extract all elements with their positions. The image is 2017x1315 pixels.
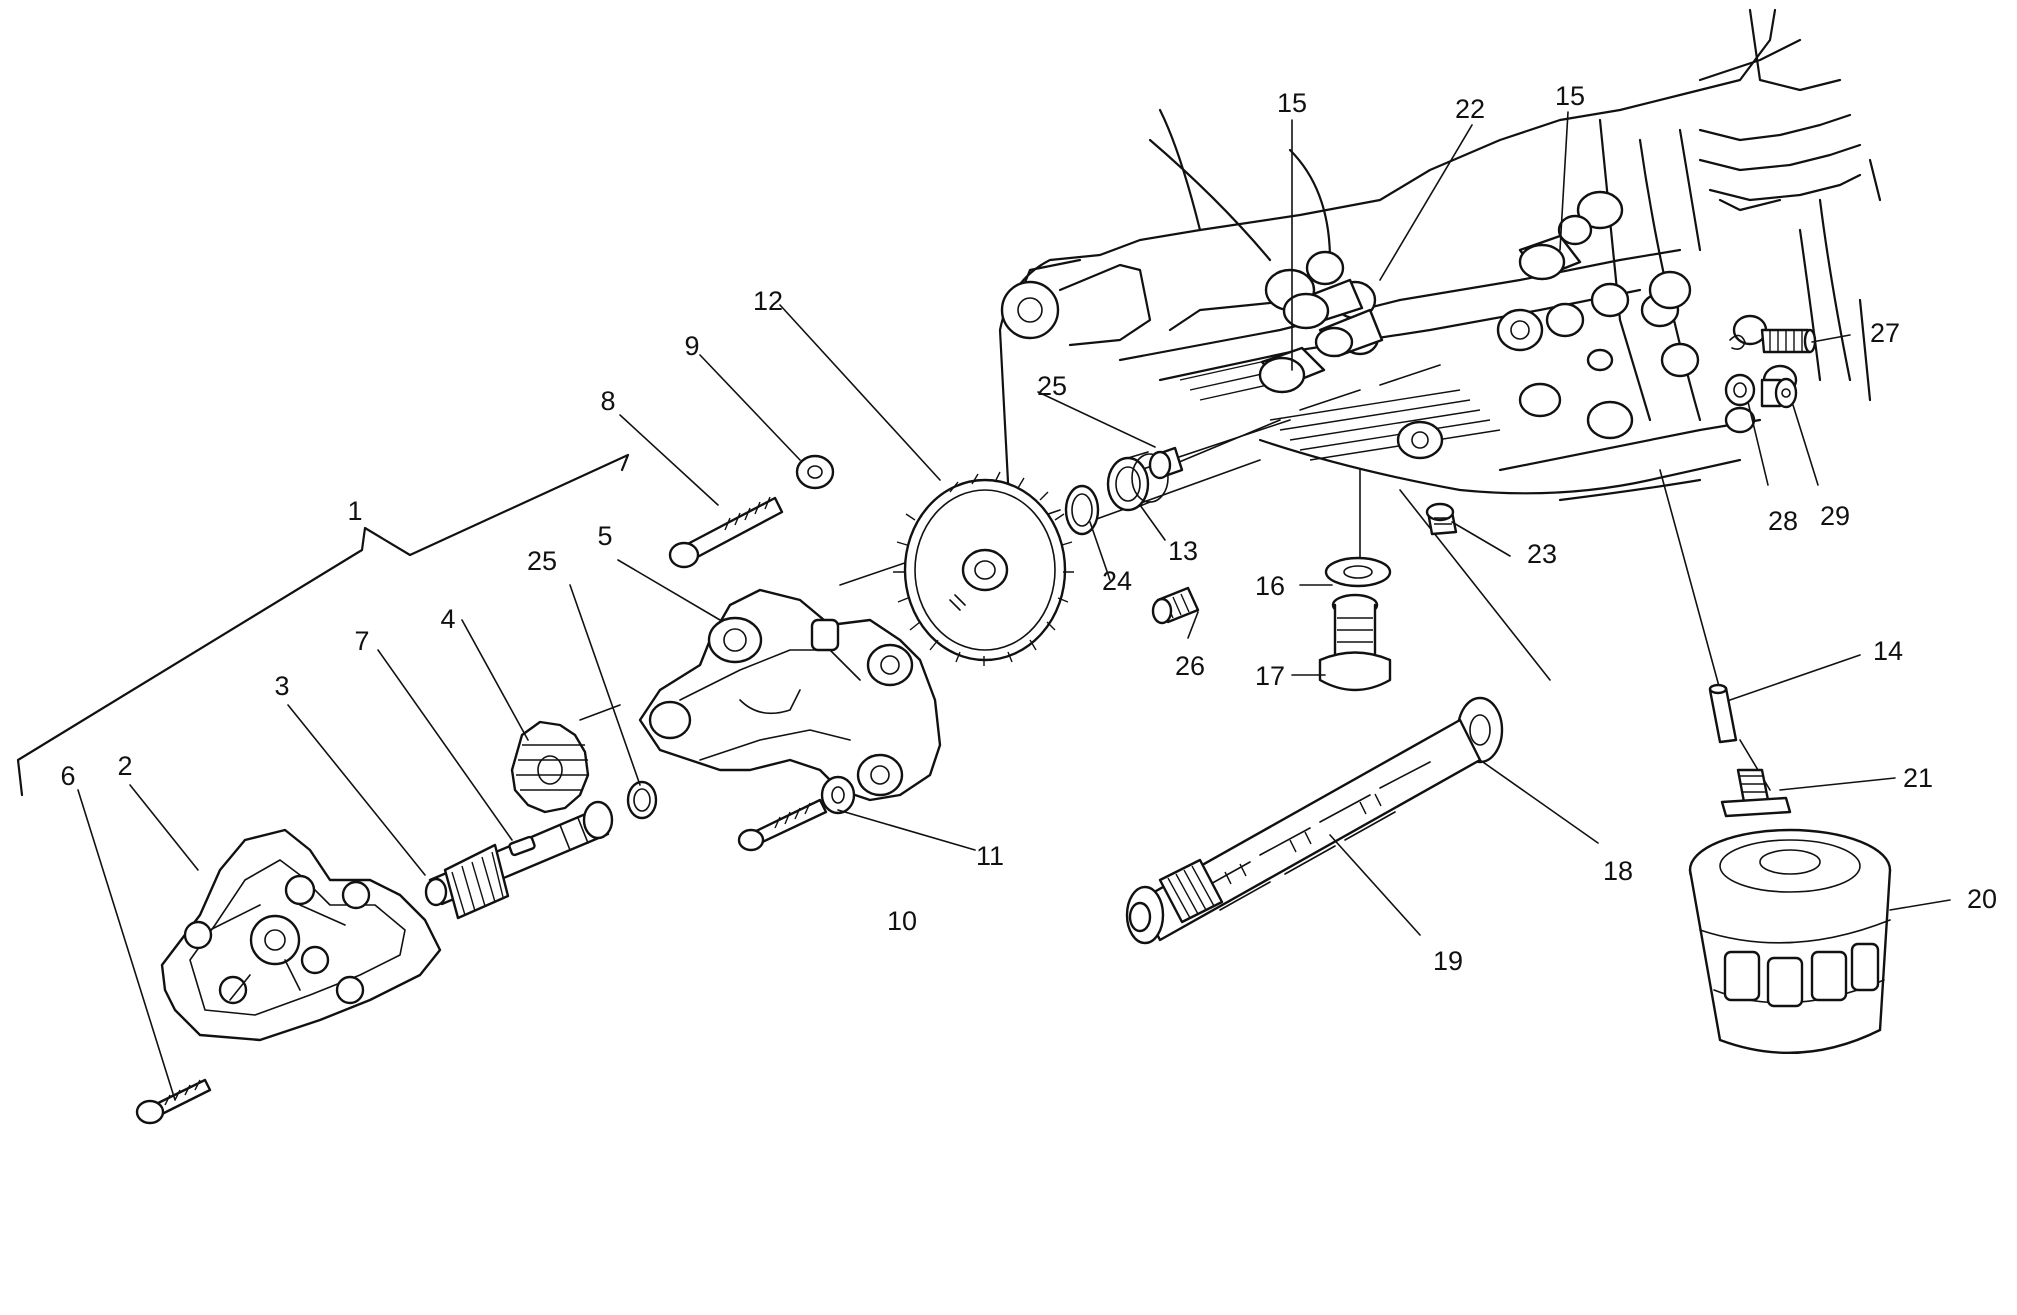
- callout-10: 10: [887, 906, 917, 936]
- sleeve-right: [1518, 234, 1582, 281]
- pump-cover: [160, 828, 442, 1042]
- bolt-6: [135, 1078, 212, 1125]
- nipple-21: [1720, 768, 1792, 818]
- circlip-25a: [626, 780, 658, 820]
- sleeve-left: [1258, 346, 1326, 394]
- callout-9: 9: [684, 331, 699, 361]
- callout-1: 1: [347, 496, 362, 526]
- callout-25-left: 25: [527, 546, 557, 576]
- pump-body-5: [638, 588, 942, 802]
- sleeve-mid: [1314, 308, 1384, 358]
- callout-16: 16: [1255, 571, 1285, 601]
- callout-21: 21: [1903, 763, 1933, 793]
- callout-5: 5: [597, 521, 612, 551]
- callout-27: 27: [1870, 318, 1900, 348]
- key-7: [508, 835, 536, 857]
- callout-8: 8: [600, 386, 615, 416]
- bolt-10: [737, 798, 828, 852]
- bush-13: [1106, 451, 1169, 512]
- callout-12: 12: [753, 286, 783, 316]
- callout-22: 22: [1455, 94, 1485, 124]
- oil-filter-20: [1688, 828, 1892, 1055]
- drain-plug-17: [1318, 593, 1392, 692]
- washer-16: [1324, 556, 1392, 588]
- callout-24: 24: [1102, 566, 1132, 596]
- callout-labels: 1 2 3 4 5 6 7 8 9 10 11 12 13 14 15 15 1…: [60, 81, 1997, 976]
- callout-14: 14: [1873, 636, 1903, 666]
- pump-gear-4: [510, 720, 590, 814]
- callout-18: 18: [1603, 856, 1633, 886]
- callout-13: 13: [1168, 536, 1198, 566]
- engine-crankcase: [998, 8, 1882, 522]
- callout-4: 4: [440, 604, 455, 634]
- callout-26: 26: [1175, 651, 1205, 681]
- callout-25-right: 25: [1037, 371, 1067, 401]
- sleeve-upper: [1282, 278, 1364, 330]
- callout-7: 7: [354, 626, 369, 656]
- callout-2: 2: [117, 751, 132, 781]
- washer-11: [820, 775, 856, 815]
- callout-28: 28: [1768, 506, 1798, 536]
- mesh-filter-19: [1125, 718, 1482, 945]
- callout-20: 20: [1967, 884, 1997, 914]
- leader-lines: [77, 111, 1951, 1101]
- bolt-8: [668, 496, 784, 569]
- washer-28: [1724, 373, 1756, 407]
- screw-29: [1760, 377, 1798, 409]
- dowel-pin-14: [1708, 683, 1738, 744]
- callout-11: 11: [976, 841, 1004, 871]
- stud-27: [1729, 328, 1817, 354]
- drive-shaft: [424, 800, 614, 920]
- idler-gear-12: [893, 471, 1074, 666]
- callout-17: 17: [1255, 661, 1285, 691]
- callout-3: 3: [274, 671, 289, 701]
- callout-19: 19: [1433, 946, 1463, 976]
- callout-15-right: 15: [1555, 81, 1585, 111]
- callout-29: 29: [1820, 501, 1850, 531]
- callout-23: 23: [1527, 539, 1557, 569]
- plug-25b: [1148, 446, 1184, 480]
- grub-screw-26: [1151, 586, 1200, 625]
- washer-9: [795, 454, 835, 490]
- plug-23: [1425, 502, 1458, 536]
- callout-15-left: 15: [1277, 88, 1307, 118]
- o-ring-24: [1064, 484, 1100, 536]
- callout-6: 6: [60, 761, 75, 791]
